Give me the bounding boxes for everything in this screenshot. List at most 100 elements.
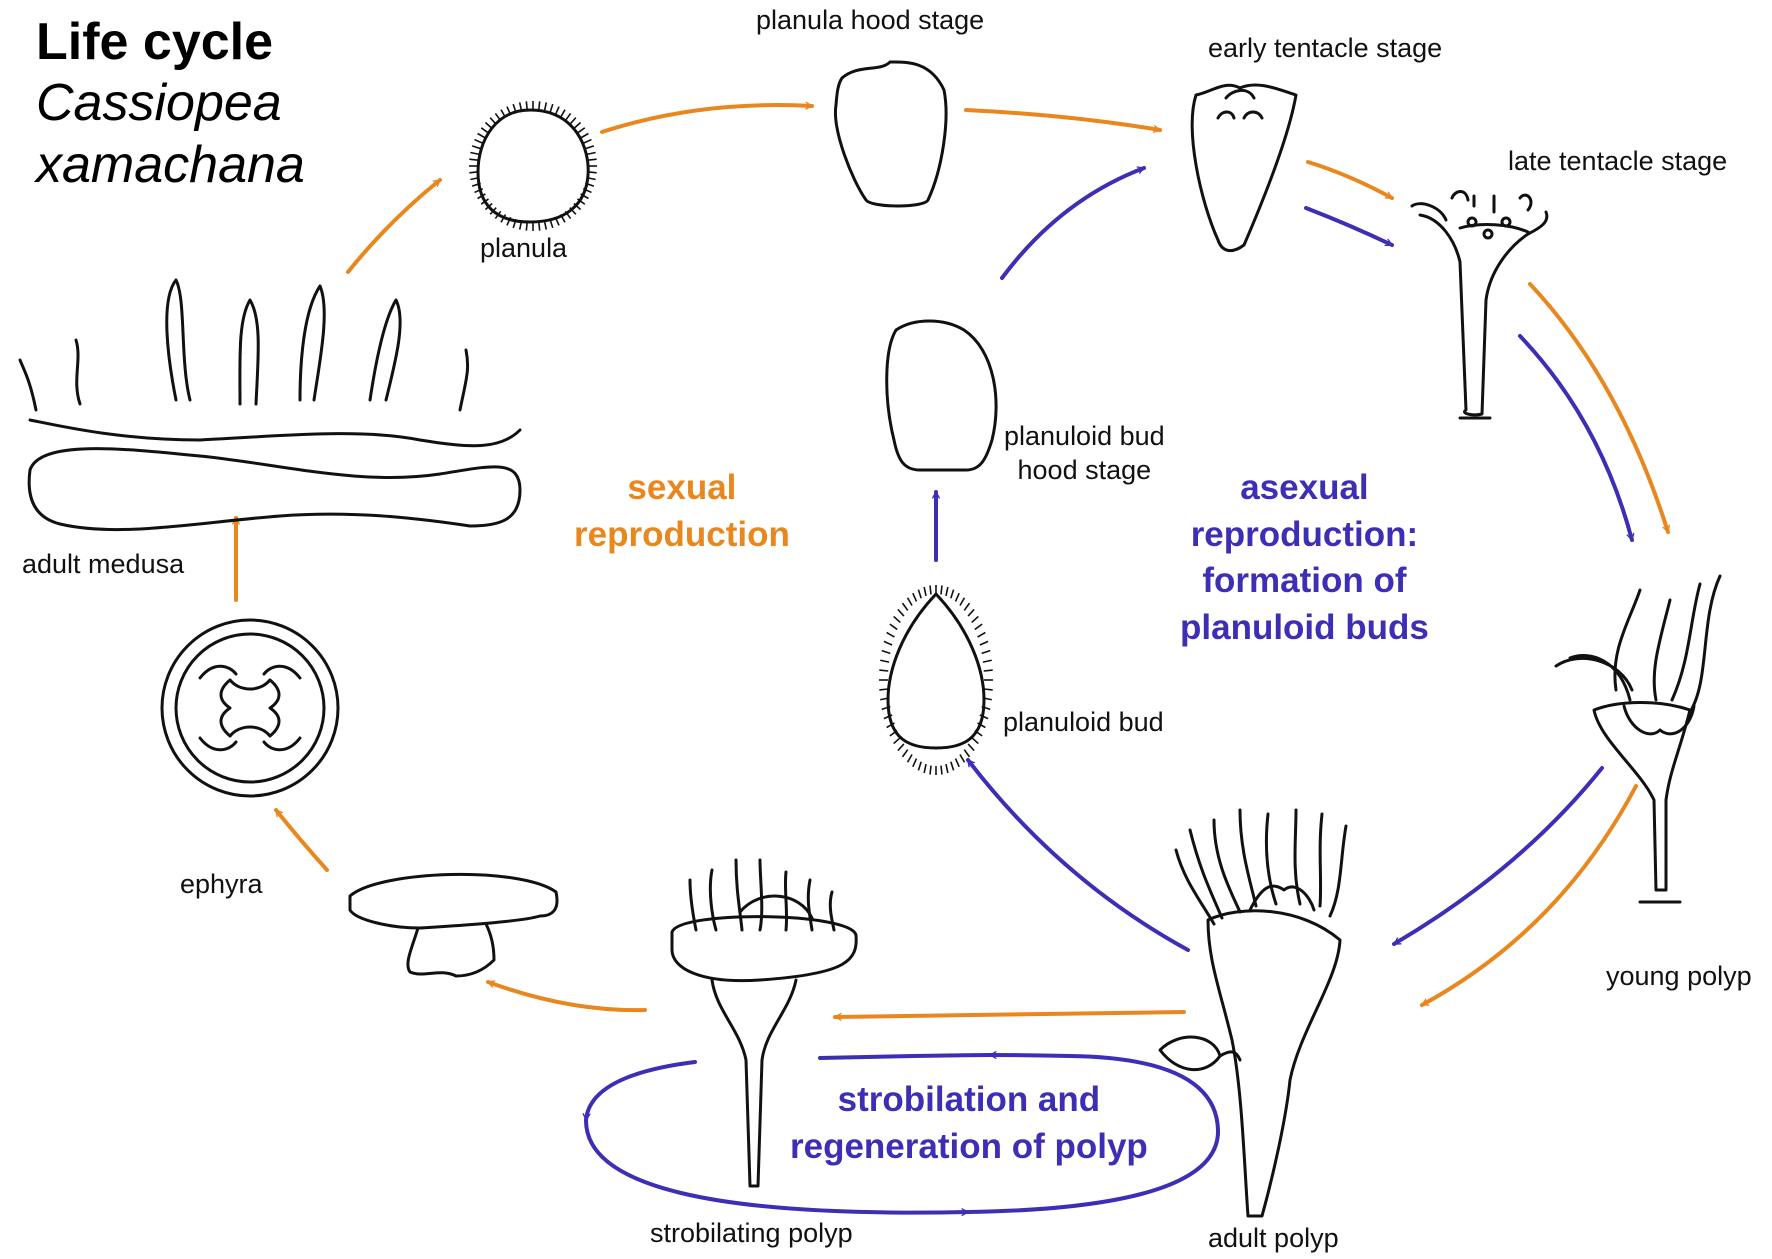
title-life-cycle: Life cycle	[36, 13, 274, 71]
arrow-hood-to-early	[964, 108, 1162, 130]
label-planuloid-bud-hood-line1: planuloid bud	[1004, 421, 1165, 451]
arrow-young-to-adult-blue	[1392, 766, 1604, 946]
cilium	[543, 102, 548, 112]
cilium	[886, 722, 895, 729]
process-asexual-line3: formation of	[1202, 561, 1407, 601]
arrow-planula-to-hood	[600, 105, 814, 134]
cilium	[917, 761, 922, 771]
cilium	[573, 121, 582, 130]
cilium	[945, 586, 949, 597]
strobilation-loop	[586, 1060, 697, 1122]
cilium	[979, 640, 989, 646]
cilium	[518, 102, 523, 112]
arrow-early-to-late	[1306, 160, 1394, 200]
cilium	[893, 736, 901, 745]
cilium	[470, 176, 480, 181]
title-genus: Cassiopea	[36, 74, 282, 133]
cilium	[506, 216, 512, 226]
cilium	[480, 127, 489, 134]
cilium	[923, 763, 927, 774]
cilium	[500, 214, 507, 223]
cilium	[974, 729, 983, 737]
cilium	[982, 697, 992, 701]
cilium	[582, 188, 592, 194]
cilium	[974, 623, 983, 631]
arrow-medusa-to-planula	[346, 178, 442, 274]
cilium	[906, 754, 913, 763]
label-adult-medusa: adult medusa	[22, 549, 185, 579]
arrow-strob-to-ephyra	[486, 980, 647, 1013]
cilium	[500, 109, 507, 118]
process-asexual-line4: planuloid buds	[1180, 607, 1429, 647]
cilium	[471, 145, 481, 150]
late-tentacle-drawing	[1410, 190, 1549, 420]
cilium	[881, 705, 891, 711]
cilium	[880, 697, 890, 701]
cilium	[883, 640, 893, 646]
cilium	[549, 103, 554, 113]
cilium	[893, 615, 901, 624]
cilium	[981, 705, 991, 711]
process-strobilation-line1: strobilation and	[837, 1080, 1101, 1119]
cilium	[587, 158, 597, 161]
cilium	[471, 182, 481, 187]
cilium	[537, 101, 541, 111]
label-planuloid-bud-hood-line2: hood stage	[1017, 454, 1152, 485]
strobilation-loop-right	[966, 1054, 1221, 1214]
process-sexual: sexual reproduction	[574, 465, 790, 558]
cilium	[963, 602, 971, 611]
arrow-late-to-young	[1528, 282, 1668, 534]
arrow-adult-to-bud	[966, 758, 1190, 952]
cilium	[573, 202, 582, 211]
cilium	[474, 138, 484, 144]
cilium	[981, 649, 991, 655]
process-strobilation: strobilation and regeneration of polyp	[790, 1077, 1148, 1170]
cilium	[554, 106, 560, 116]
cilium	[971, 736, 979, 745]
cilium	[564, 112, 572, 122]
label-planula: planula	[480, 233, 568, 263]
label-ephyra: ephyra	[180, 869, 263, 899]
diagram-title: Life cycle Cassiopea xamachana	[36, 12, 305, 196]
cilium	[512, 219, 517, 229]
cilium	[569, 117, 577, 125]
cilium	[569, 207, 577, 215]
label-planuloid-bud-hood: planuloid bud hood stage	[1004, 420, 1165, 488]
process-sexual-line1: sexual	[627, 468, 737, 507]
cilium	[940, 585, 943, 595]
asexual-arrows	[586, 166, 1632, 1214]
cilium	[525, 101, 529, 111]
cilium	[587, 171, 597, 174]
cilium	[586, 151, 596, 156]
cilium	[959, 597, 966, 606]
cilium	[950, 589, 955, 599]
cilium	[880, 659, 890, 663]
early-tentacle-drawing	[1190, 83, 1298, 253]
label-strobilating-polyp: strobilating polyp	[650, 1218, 853, 1248]
cilium	[886, 631, 895, 638]
label-adult-polyp: adult polyp	[1208, 1223, 1339, 1253]
cilium	[559, 214, 566, 223]
cilium	[971, 615, 979, 624]
cilium	[923, 586, 927, 597]
cilium	[901, 602, 909, 611]
strobilation-loop-top	[988, 1055, 1072, 1056]
arrow-early-to-late-blue	[1304, 206, 1394, 247]
label-early-tentacle: early tentacle stage	[1208, 33, 1443, 63]
cilium	[494, 112, 502, 122]
cilium	[879, 688, 889, 691]
cilium	[585, 182, 595, 187]
cilium	[881, 649, 891, 655]
cilium	[585, 145, 595, 150]
cilium	[484, 202, 493, 211]
process-asexual: asexual reproduction: formation of planu…	[1180, 465, 1429, 651]
cilium	[470, 151, 480, 156]
cilium	[469, 171, 479, 174]
cilium	[929, 585, 932, 595]
cilium	[554, 216, 560, 226]
cilium	[889, 623, 898, 631]
cilium	[967, 608, 975, 617]
cilium	[954, 592, 960, 602]
